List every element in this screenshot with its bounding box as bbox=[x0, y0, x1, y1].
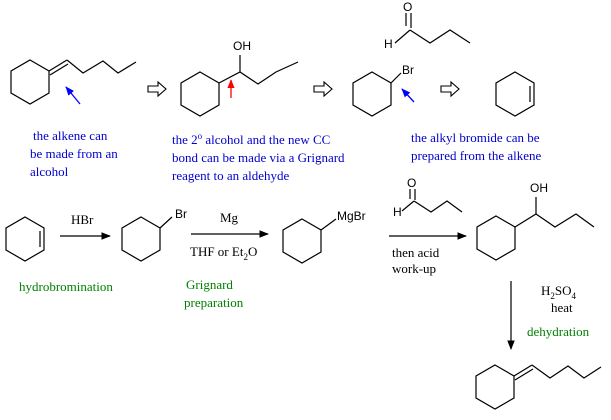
alcohol-chain bbox=[218, 61, 299, 85]
retro-arrow-1 bbox=[147, 80, 167, 98]
cyclohexane-ring bbox=[180, 71, 220, 117]
reaction-arrow-hbr: HBr bbox=[60, 212, 111, 240]
h-c-bond bbox=[401, 200, 415, 212]
reagent-h2so4: H2SO4 bbox=[541, 283, 577, 301]
label-hydrobromination: hydrobromination bbox=[19, 279, 113, 294]
cyclohexene-ring bbox=[5, 216, 45, 262]
note2-line2: bond can be made via a Grignard bbox=[172, 150, 345, 165]
cyclohexane-ring bbox=[282, 218, 322, 264]
cyclohexane-ring bbox=[475, 364, 515, 410]
c-br-bond bbox=[390, 72, 402, 84]
note-alkyl-bromide: the alkyl bromide can be prepared from t… bbox=[411, 130, 542, 163]
reaction-arrow-addition: then acid work-up bbox=[389, 232, 467, 276]
aldehyde-h-label: H bbox=[384, 37, 393, 51]
reagent-heat: heat bbox=[551, 300, 573, 315]
aldehyde-o-label: O bbox=[407, 176, 416, 190]
note-alkene: the alkene can be made from an alcohol bbox=[30, 128, 118, 179]
molecule-butanal-top: H O bbox=[384, 0, 471, 51]
molecule-secondary-alcohol: OH bbox=[180, 39, 299, 117]
solvent-label: THF or Et2O bbox=[190, 244, 257, 262]
label-grignard: Grignard bbox=[186, 277, 233, 292]
br-label: Br bbox=[402, 63, 414, 77]
note1-line2: be made from an bbox=[30, 146, 118, 161]
propyl-chain bbox=[409, 29, 471, 44]
c-br-bond bbox=[159, 216, 173, 229]
label-preparation: preparation bbox=[184, 295, 244, 310]
reaction-arrow-mg: Mg THF or Et2O bbox=[190, 210, 269, 262]
conditions-line2: work-up bbox=[392, 261, 436, 276]
reagent-hbr: HBr bbox=[71, 212, 94, 227]
conditions-line1: then acid bbox=[392, 245, 440, 260]
molecule-bromocyclohexane: Br bbox=[121, 207, 187, 262]
reaction-arrow-dehydration: H2SO4 heat dehydration bbox=[507, 281, 590, 350]
note1-line1: the alkene can bbox=[33, 128, 108, 143]
double-bond bbox=[48, 59, 68, 72]
alcohol-chain bbox=[514, 213, 595, 228]
blue-arrow-2 bbox=[401, 88, 415, 103]
oh-label: OH bbox=[233, 39, 251, 53]
molecule-alkene-product bbox=[475, 364, 602, 410]
aldehyde-h-label: H bbox=[393, 205, 402, 219]
cyclohexane-ring bbox=[10, 59, 50, 105]
c-mg-bond bbox=[320, 218, 337, 231]
retro-arrow-2 bbox=[313, 80, 333, 98]
butyl-chain bbox=[66, 59, 137, 74]
reagent-mg: Mg bbox=[220, 210, 239, 225]
molecule-bromocyclohexane-retro: Br bbox=[352, 63, 415, 117]
note1-line3: alcohol bbox=[30, 164, 69, 179]
oh-label: OH bbox=[530, 181, 548, 195]
h-c-bond bbox=[394, 29, 411, 44]
cyclohexane-ring bbox=[476, 215, 516, 261]
mgbr-label: MgBr bbox=[337, 209, 366, 223]
blue-arrow-1 bbox=[65, 86, 81, 105]
molecule-cyclohexene-retro bbox=[495, 71, 535, 117]
note2-line3: reagent to an aldehyde bbox=[172, 168, 290, 183]
note2-line1: the 2o alcohol and the new CC bbox=[172, 131, 330, 147]
molecule-alcohol-product: OH bbox=[476, 181, 595, 261]
cyclohexene-ring bbox=[495, 71, 535, 117]
note3-line2: prepared from the alkene bbox=[411, 148, 542, 163]
retro-arrow-3 bbox=[440, 80, 460, 98]
aldehyde-o-label: O bbox=[403, 0, 412, 14]
molecule-cyclohexene-start bbox=[5, 216, 45, 262]
molecule-grignard-reagent: MgBr bbox=[282, 209, 366, 264]
double-bond-second-line bbox=[514, 368, 534, 381]
molecule-butanal-reagent: H O bbox=[393, 176, 463, 219]
br-label: Br bbox=[175, 207, 187, 221]
butyl-chain bbox=[531, 364, 602, 379]
double-bond-second-line bbox=[49, 63, 69, 76]
molecule-alkene-target bbox=[10, 59, 137, 105]
double-bond bbox=[513, 364, 533, 377]
propyl-chain bbox=[413, 200, 463, 213]
note3-line1: the alkyl bromide can be bbox=[411, 130, 540, 145]
cyclohexane-ring bbox=[352, 71, 392, 117]
cyclohexane-ring bbox=[121, 216, 161, 262]
label-dehydration: dehydration bbox=[527, 324, 590, 339]
note-alcohol: the 2o alcohol and the new CC bond can b… bbox=[172, 131, 345, 183]
